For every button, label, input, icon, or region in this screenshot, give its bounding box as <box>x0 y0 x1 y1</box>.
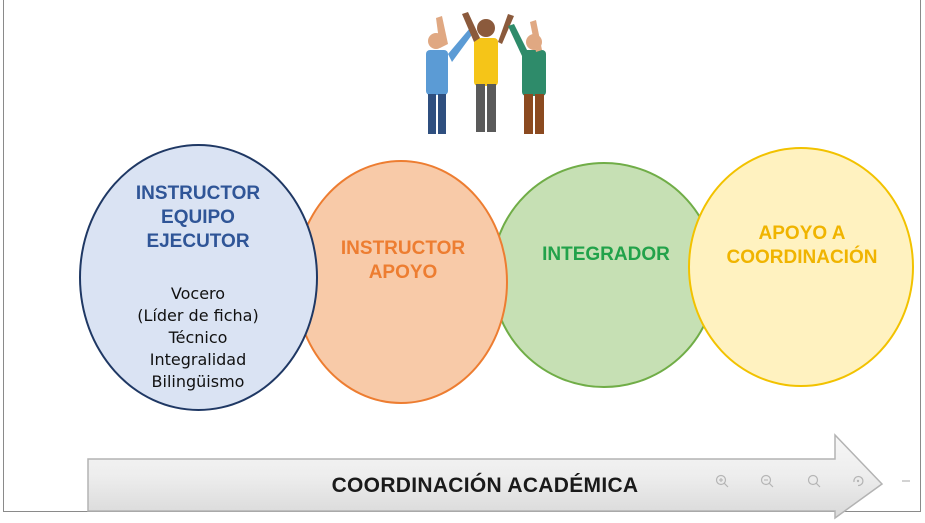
role-item: (Líder de ficha) <box>137 306 259 325</box>
title-line: INSTRUCTOR <box>340 238 466 259</box>
more-icon[interactable] <box>894 469 918 493</box>
role-item: Vocero <box>170 284 226 303</box>
role-list: Vocero (Líder de ficha) Técnico Integral… <box>108 283 288 393</box>
title-line: INTEGRADOR <box>542 244 670 265</box>
zoom-out-icon[interactable] <box>755 469 779 493</box>
team-high-five-icon <box>426 12 546 134</box>
instructor-apoyo-title: INSTRUCTOR APOYO <box>318 237 488 285</box>
zoom-in-icon[interactable] <box>710 469 734 493</box>
title-line: APOYO <box>368 262 438 283</box>
title-line: COORDINACIÓN <box>726 247 878 268</box>
coordinacion-academica-label: COORDINACIÓN ACADÉMICA <box>331 474 639 497</box>
apoyo-coordinacion-circle <box>688 147 914 387</box>
role-item: Integralidad <box>149 350 247 369</box>
title-line: INSTRUCTOR <box>135 183 261 204</box>
title-line: EQUIPO <box>161 207 235 228</box>
role-item: Bilingüismo <box>151 372 245 391</box>
rotate-icon[interactable] <box>846 469 870 493</box>
instructor-equipo-ejecutor-title: INSTRUCTOR EQUIPO EJECUTOR <box>118 182 278 254</box>
title-line: APOYO A <box>758 223 846 244</box>
search-icon[interactable] <box>802 469 826 493</box>
title-line: EJECUTOR <box>146 231 250 252</box>
apoyo-coordinacion-title: APOYO A COORDINACIÓN <box>712 222 892 270</box>
role-item: Técnico <box>168 328 228 347</box>
coordination-arrow <box>87 433 884 520</box>
viewer-toolbar <box>706 462 925 502</box>
instructor-equipo-ejecutor-circle <box>79 144 318 411</box>
integrador-circle <box>491 162 717 388</box>
integrador-title: INTEGRADOR <box>521 243 691 267</box>
